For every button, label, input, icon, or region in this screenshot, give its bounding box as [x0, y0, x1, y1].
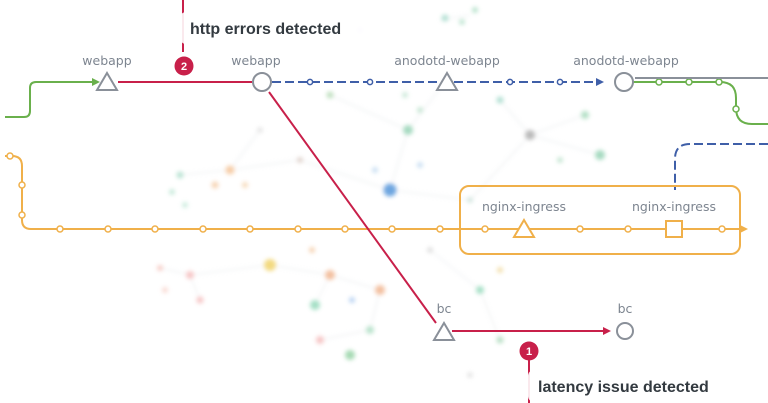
latency-badge: [519, 341, 539, 361]
node-nginx-ingress-1[interactable]: nginx-ingress: [482, 199, 566, 238]
node-webapp-1[interactable]: webapp: [82, 53, 132, 91]
node-nginx-ingress-2[interactable]: nginx-ingress: [632, 199, 716, 238]
blue-dashed-service-line: [272, 81, 768, 190]
node-nginx-ingress-2-label: nginx-ingress: [632, 199, 716, 214]
http-errors-badge: [174, 56, 194, 76]
node-webapp-2[interactable]: webapp: [231, 53, 281, 92]
node-webapp-2-label: webapp: [231, 53, 280, 68]
http-errors-badge-number: 2: [181, 61, 187, 73]
latency-badge-number: 1: [526, 346, 532, 358]
node-bc-2[interactable]: bc: [616, 301, 634, 340]
node-anodotd-webapp-2[interactable]: anodotd-webapp: [573, 53, 679, 92]
orange-service-line: [5, 155, 741, 255]
node-anodotd-webapp-2-label: anodotd-webapp: [573, 53, 679, 68]
background-network-graph: [157, 7, 605, 378]
red-error-line: [118, 0, 603, 403]
node-nginx-ingress-1-label: nginx-ingress: [482, 199, 566, 214]
node-anodotd-webapp-1-label: anodotd-webapp: [394, 53, 500, 68]
green-service-line: [5, 81, 768, 125]
node-webapp-1-label: webapp: [82, 53, 131, 68]
latency-text: latency issue detected: [538, 379, 709, 396]
node-bc-1[interactable]: bc: [432, 301, 456, 341]
node-bc-2-label: bc: [618, 301, 633, 316]
http-errors-text: http errors detected: [190, 21, 341, 38]
node-anodotd-webapp-1[interactable]: anodotd-webapp: [394, 53, 500, 91]
http-errors-callout[interactable]: http errors detected 2: [174, 12, 371, 76]
node-bc-1-label: bc: [437, 301, 452, 316]
latency-callout[interactable]: latency issue detected 1: [519, 341, 739, 403]
